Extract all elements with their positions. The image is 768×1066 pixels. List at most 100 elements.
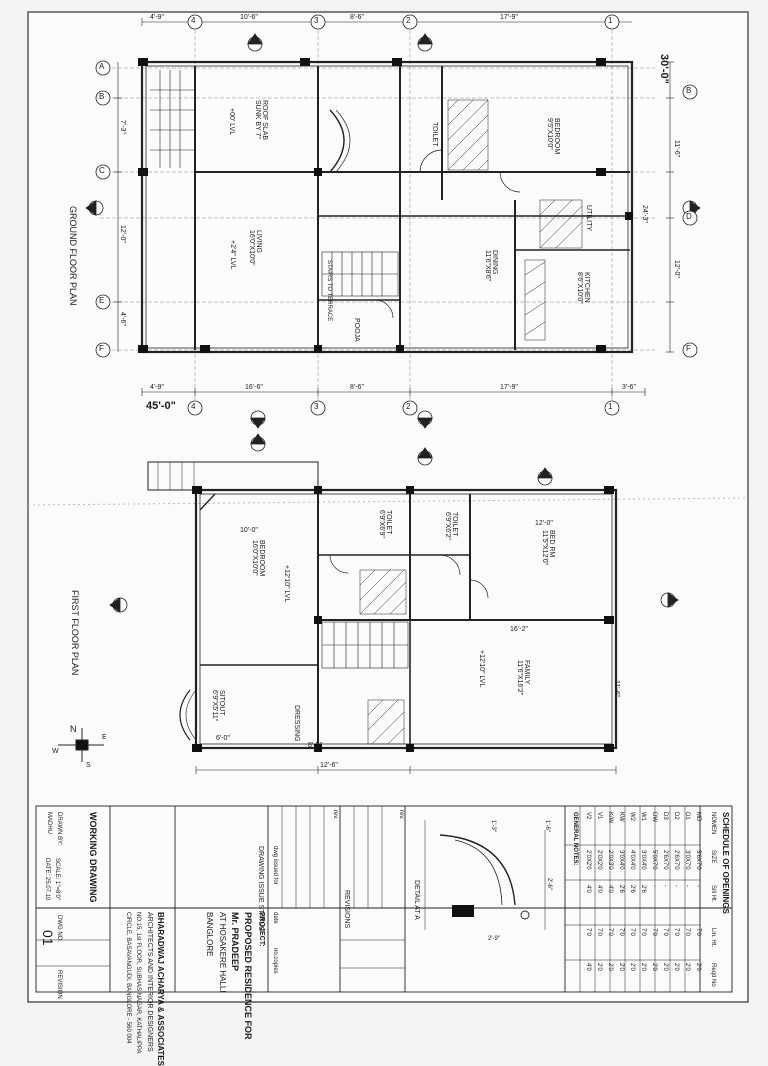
gf-top-dim: 10'-6" [240, 14, 258, 21]
ff-dim: 11'-6" [613, 680, 620, 698]
level-label: +2'4" LVL [229, 240, 236, 270]
ff-dim: 12'-6" [320, 762, 338, 769]
schedule-cell: 2'6 [640, 885, 646, 893]
schedule-cell: 7'0 [585, 928, 591, 936]
detail-title: DETAIL AT A [413, 880, 420, 920]
dwg-no-value: 01 [40, 930, 56, 946]
west-label: W [52, 748, 59, 755]
overall-depth-label: 30'-0" [658, 54, 670, 84]
schedule-cell: 2'6X7'0 [673, 850, 679, 870]
schedule-cell: - [662, 885, 668, 887]
schedule-cell: 2'0 [673, 963, 679, 971]
axis-number-bubble: 3 [314, 402, 319, 411]
gf-top-dim: 8'-6" [350, 14, 364, 21]
schedule-cell: 7'0 [629, 928, 635, 936]
east-label: E [102, 734, 107, 741]
schedule-cell: 4'0 [585, 885, 591, 893]
project-name: PROPOSED RESIDENCE FOR [243, 912, 253, 1040]
schedule-cell: - [684, 885, 690, 887]
gf-side-dim: 7'-3" [119, 120, 126, 134]
gf-top-dim: 4'-9" [150, 14, 164, 21]
ff-dim: 12'-0" [535, 520, 553, 527]
date-label: DATE: 25.07.10 [44, 858, 50, 901]
schedule-header: Lin. Ht. [710, 928, 716, 948]
schedule-cell: W2 [629, 812, 635, 821]
schedule-header: Sill Ht. [710, 885, 716, 903]
schedule-cell: 3'0X4'0 [640, 850, 646, 870]
schedule-cell: D3 [662, 812, 668, 820]
project-label: PROJECT: [258, 912, 265, 947]
schedule-cell: 4'0 [596, 885, 602, 893]
schedule-cell: 7'0 [695, 928, 701, 936]
schedule-cell: 2'0 [662, 963, 668, 971]
room-label: DRESSING [293, 705, 300, 742]
gf-side-dim: 12'-0" [673, 260, 680, 278]
ff-dim: 8'-9" [308, 742, 322, 749]
axis-letter-bubble: D [686, 212, 692, 221]
schedule-cell: 4'0 [585, 963, 591, 971]
axis-number-bubble: 1 [608, 402, 613, 411]
drawing-title: WORKING DRAWING [88, 812, 98, 903]
axis-letter-bubble: C [99, 166, 105, 175]
schedule-cell: 7'0 [596, 928, 602, 936]
schedule-cell: 2'0 [684, 963, 690, 971]
schedule-cell: 7'0 [684, 928, 690, 936]
schedule-cell: V2 [585, 812, 591, 820]
schedule-cell: V1 [596, 812, 602, 820]
schedule-cell: W1 [640, 812, 646, 821]
ff-dim: 6'-0" [216, 735, 230, 742]
schedule-title: SCHEDULE OF OPENINGS [721, 812, 730, 914]
room-label: UTILITY [585, 205, 592, 232]
level-label: +12'10" LVL [478, 650, 485, 688]
schedule-cell: 3'0X4'0 [618, 850, 624, 870]
firm-name: BHARADWAJ ACHARYA & ASSOCIATES [156, 912, 165, 1066]
schedule-cell: 2'0 [651, 963, 657, 971]
revisions-title: REVISIONS [343, 890, 350, 929]
axis-number-bubble: 3 [314, 16, 319, 25]
schedule-cell: KW [618, 812, 624, 822]
revisions-col: dwg issued for [272, 846, 278, 885]
gf-side-dim: 12'-0" [119, 225, 126, 243]
schedule-cell: 2'0 [618, 963, 624, 971]
detail-dim: 1'-3" [490, 820, 496, 832]
axis-letter-bubble: E [99, 296, 105, 305]
gf-bottom-dim: 4'-9" [150, 384, 164, 391]
schedule-cell: 2'6 [629, 885, 635, 893]
schedule-cell: 2'0 [596, 963, 602, 971]
detail-dim: 2'-9" [488, 936, 500, 942]
schedule-cell: 2'6 [618, 885, 624, 893]
revisions-col: no.copies [272, 948, 278, 974]
schedule-cell: 2'0 [607, 963, 613, 971]
axis-number-bubble: 1 [608, 16, 613, 25]
gf-side-dim: 11'-6" [673, 140, 680, 158]
schedule-cell: 2'0X2'0 [585, 850, 591, 870]
gf-bottom-dim: 16'-6" [245, 384, 263, 391]
client-name: Mr. PRADEEP [230, 912, 240, 972]
schedule-cell: 7'0 [651, 928, 657, 936]
schedule-cell: 7'0 [607, 928, 613, 936]
schedule-cell: 7'0 [673, 928, 679, 936]
gf-side-dim: 4'-6" [119, 312, 126, 326]
revision-label: REVISION [56, 970, 62, 999]
schedule-cell: - [695, 885, 701, 887]
schedule-cell: 2'6X7'0 [662, 850, 668, 870]
firm-subtitle: ARCHITECTS AND INTERIOR DESIGNERS [146, 912, 153, 1052]
drawing-sheet: GROUND FLOOR PLAN FIRST FLOOR PLAN 45'-0… [27, 11, 749, 1066]
general-notes-title: GENERAL NOTES: [572, 812, 578, 866]
room-label: TOILET [431, 122, 438, 147]
schedule-cell: - [651, 885, 657, 887]
ground-floor-title: GROUND FLOOR PLAN [68, 206, 78, 306]
axis-number-bubble: 4 [191, 402, 196, 411]
revisions-header: rev. [398, 810, 404, 820]
axis-number-bubble: 2 [406, 16, 411, 25]
project-city: BANGLORE [205, 912, 214, 957]
